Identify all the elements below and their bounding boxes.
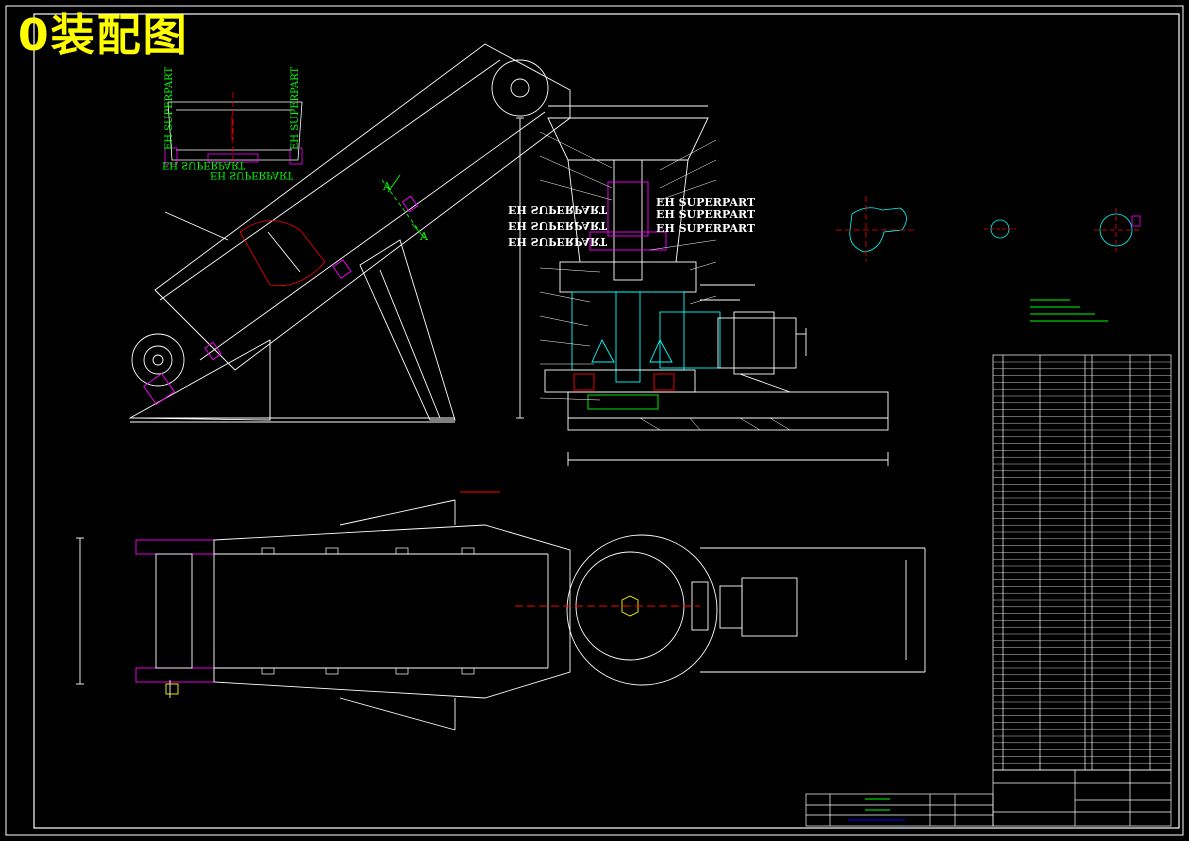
section-mark-a2: A [419,230,429,243]
superpart-label-mid-mirror-2: EH SUPERPART [508,219,608,232]
technical-notes [1030,299,1108,322]
superpart-label-mid-mirror-3: EH SUPERPART [508,235,608,248]
drawing-title: 0装配图 [18,10,189,61]
top-left-detail-view [164,92,303,168]
pellet-mill-leader-lines [539,131,791,431]
superpart-label-mid-right-1: EH SUPERPART [656,196,756,209]
right-section-details [836,196,1141,262]
pellet-mill-section-view [516,105,889,466]
inclined-conveyor-elevation [128,43,571,423]
section-mark-a1: A [382,180,392,193]
pellet-mill-super-labels: EH SUPERPART EH SUPERPART EH SUPERPART E… [508,196,756,248]
plan-view-clamps [261,547,475,675]
parts-list-rows [993,361,1171,771]
title-block-marks [848,798,905,821]
conveyor-plan-view [76,491,926,731]
title-block [805,769,1172,827]
superpart-label-mirror-a: EH SUPERPART [162,159,245,170]
top-left-detail-labels: EH SUPERPART EH SUPERPART EH SUPERPART E… [162,67,301,180]
section-marks: A A [382,180,429,243]
superpart-label-vertical-a: EH SUPERPART [164,67,175,150]
superpart-label-mid-right-2: EH SUPERPART [656,208,756,221]
parts-list-table [992,354,1172,771]
drawing-border [5,5,1184,836]
superpart-label-mid-right-3: EH SUPERPART [656,222,756,235]
superpart-label-mid-mirror-1: EH SUPERPART [508,203,608,216]
superpart-label-mirror-b: EH SUPERPART [210,169,293,180]
superpart-label-vertical-b: EH SUPERPART [290,67,301,150]
